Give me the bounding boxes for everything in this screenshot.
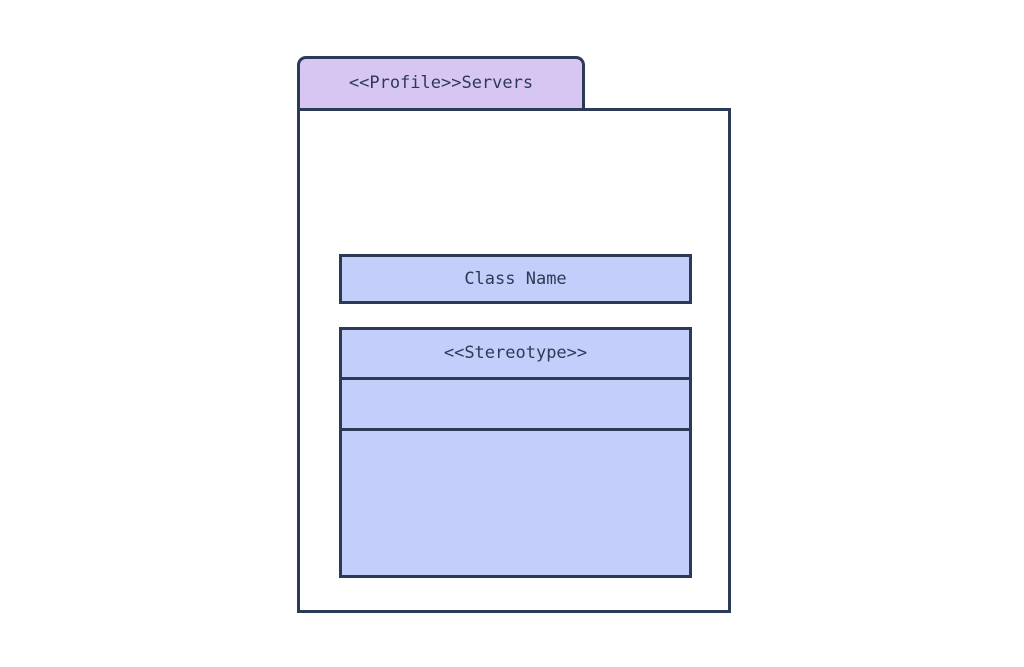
class-operations-compartment[interactable] [342, 431, 689, 575]
class-stereotype-compartment[interactable]: <<Stereotype>> [342, 330, 689, 380]
package-tab[interactable]: <<Profile>>Servers [297, 56, 585, 108]
class-name-label: Class Name [464, 268, 567, 289]
class-attributes-compartment[interactable] [342, 380, 689, 431]
package-tab-label: <<Profile>>Servers [348, 73, 534, 93]
package-body[interactable]: Class Name <<Stereotype>> [297, 108, 731, 613]
stereotyped-class-box[interactable]: <<Stereotype>> [339, 327, 692, 578]
class-stereotype-label: <<Stereotype>> [443, 343, 588, 363]
uml-package-profile-servers[interactable]: <<Profile>>Servers Class Name <<Stereoty… [297, 56, 731, 613]
class-name-box[interactable]: Class Name [339, 254, 692, 304]
